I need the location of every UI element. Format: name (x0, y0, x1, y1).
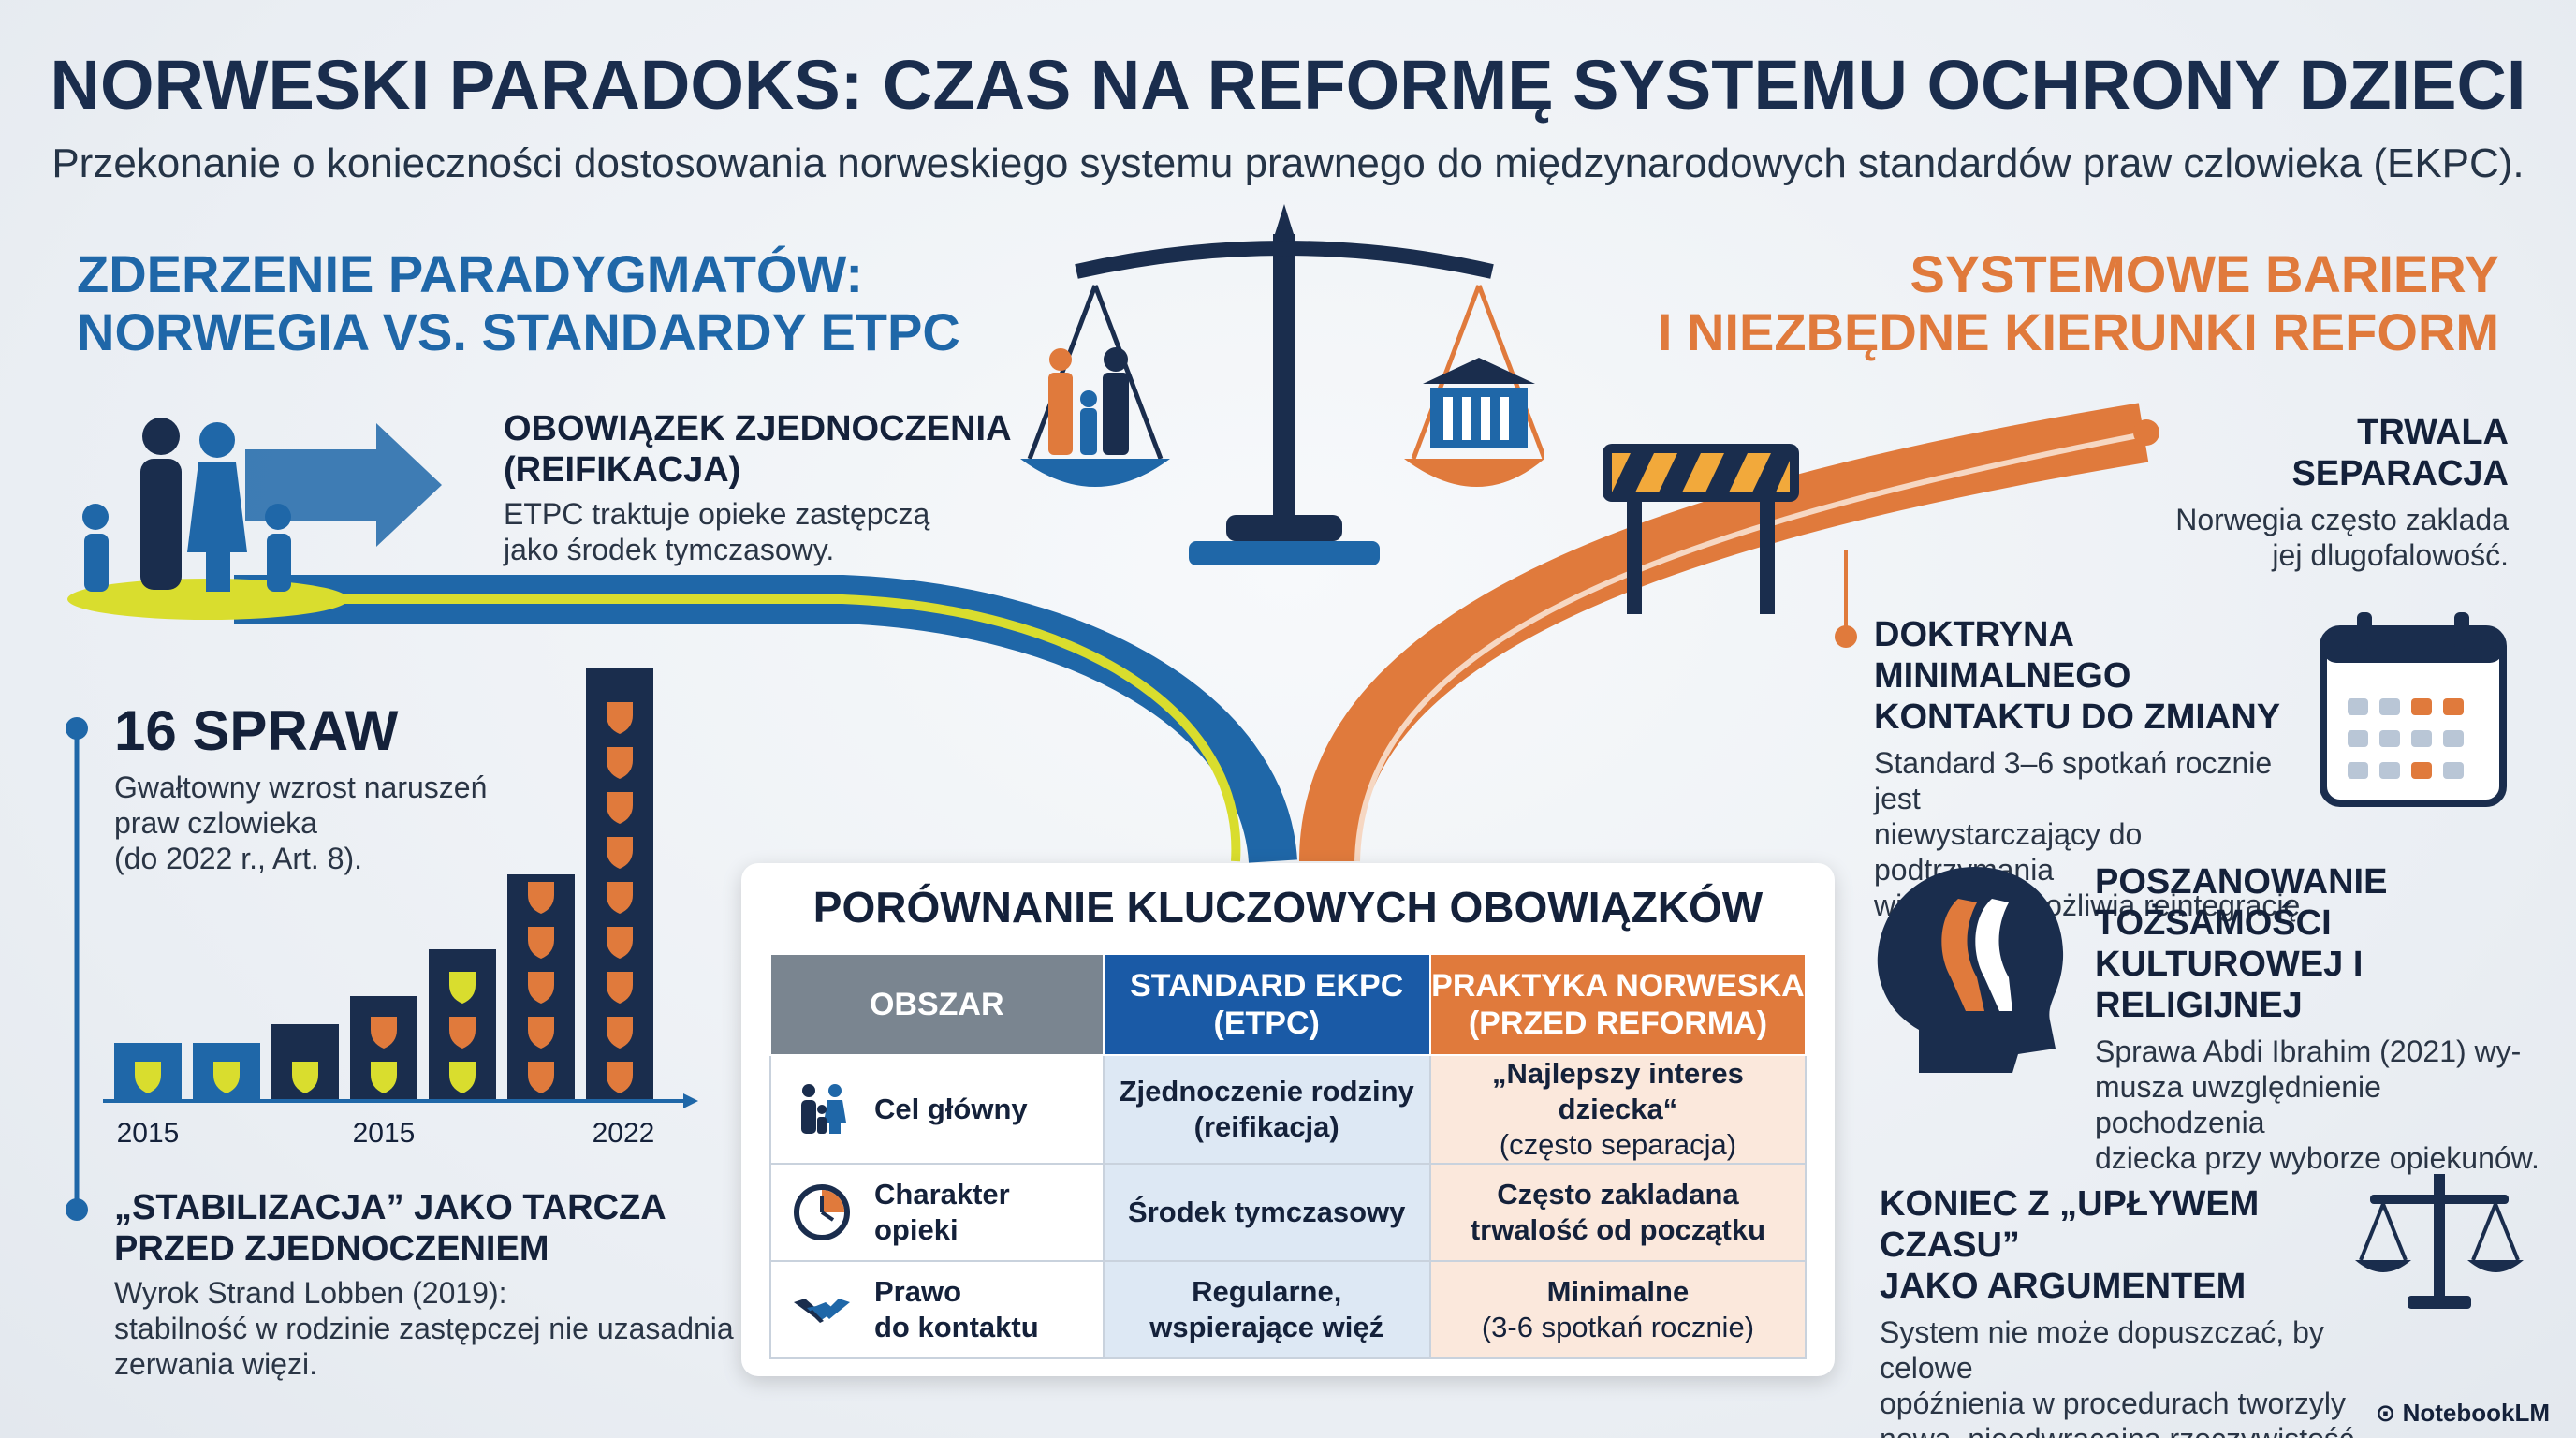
head-profiles-icon (1877, 867, 2064, 1073)
blue-road-stripe (234, 594, 1241, 862)
chart-tick-label: 2022 (593, 1118, 655, 1149)
stabilization-title: „STABILIZACJA” JAKO TARCZA PRZED ZJEDNOC… (114, 1188, 666, 1269)
separation-text: Norwegia często zaklada jej dlugofalowoś… (2175, 503, 2509, 572)
reunification-text: ETPC traktuje opieke zastępczą jako środ… (504, 497, 930, 566)
time-argument-block: KONIEC Z „UPŁYWEM CZASU” JAKO ARGUMENTEM… (1880, 1183, 2404, 1438)
scales-of-justice-icon (1020, 204, 1544, 565)
separation-title: TRWALA SEPARACJA (2291, 413, 2509, 493)
shield-icon (607, 1062, 633, 1093)
shield-icon (528, 927, 554, 959)
identity-text: Sprawa Abdi Ibrahim (2021) wy- musza uwz… (2095, 1034, 2539, 1175)
notebooklm-logo-icon: ⊙ (2375, 1399, 2403, 1427)
shield-icon (371, 1062, 397, 1093)
cases-title: 16 SPRAW (114, 699, 399, 762)
cases-text: Gwałtowny wzrost naruszeń praw czlowieka… (114, 770, 488, 875)
row-ekpc-value: Środek tymczasowy (1102, 1163, 1431, 1262)
chart-tick-label: 2015 (353, 1118, 416, 1149)
shield-icon (135, 1062, 161, 1093)
page-subtitle: Przekonanie o konieczności dostosowania … (51, 140, 2525, 186)
shield-icon (449, 1062, 476, 1093)
time-argument-text: System nie może dopuszczać, by celowe op… (1880, 1315, 2363, 1438)
calendar-icon (2320, 612, 2507, 807)
header-ekpc: STANDARD EKPC(ETPC) (1102, 953, 1431, 1056)
family-icon (801, 1084, 846, 1134)
row-norway-value: Minimalne(3-6 spotkań rocznie) (1428, 1260, 1808, 1359)
identity-title: POSZANOWANIE TOŻSAMOŚCI KULTUROWEJ I REL… (2095, 862, 2388, 1025)
orange-road-stripe (1354, 432, 2144, 862)
reunification-title: OBOWIĄZEK ZJEDNOCZENIA (REIFIKACJA) (504, 409, 1012, 490)
shield-icon (607, 1017, 633, 1049)
chart-axis-arrow (683, 1093, 698, 1108)
stabilization-block: „STABILIZACJA” JAKO TARCZA PRZED ZJEDNOC… (114, 1187, 769, 1382)
cases-bar-chart: 2015 2015 2022 (103, 668, 698, 1149)
table-row: Cel główny Zjednoczenie rodziny(reifikac… (769, 1054, 1808, 1165)
time-argument-title: KONIEC Z „UPŁYWEM CZASU” JAKO ARGUMENTEM (1880, 1184, 2260, 1306)
stabilization-text: Wyrok Strand Lobben (2019): stabilność w… (114, 1276, 734, 1381)
shield-icon (528, 882, 554, 914)
identity-block: POSZANOWANIE TOŻSAMOŚCI KULTUROWEJ I REL… (2095, 861, 2544, 1176)
right-section-heading: SYSTEMOWE BARIERY I NIEZBĘDNE KIERUNKI R… (1657, 244, 2499, 361)
left-section-heading: ZDERZENIE PARADYGMATÓW: NORWEGIA VS. STA… (77, 244, 960, 361)
shield-icon (371, 1017, 397, 1049)
contact-doctrine-title: DOKTRYNA MINIMALNEGO KONTAKTU DO ZMIANY (1874, 615, 2281, 737)
handshake-icon (794, 1299, 850, 1323)
page-title: NORWESKI PARADOKS: CZAS NA REFORMĘ SYSTE… (50, 46, 2526, 124)
row-norway-value: „Najlepszy interes dziecka“(często separ… (1428, 1054, 1808, 1165)
row-area-label: Cel główny (874, 1093, 1028, 1125)
shield-icon (528, 1062, 554, 1093)
shield-icon (213, 1062, 240, 1093)
reunification-block: OBOWIĄZEK ZJEDNOCZENIA (REIFIKACJA) ETPC… (504, 408, 1028, 567)
shield-icon (607, 972, 633, 1004)
family-with-arrow-icon (67, 418, 442, 620)
orange-road (1299, 403, 2149, 862)
notebooklm-badge: ⊙ NotebookLM (2375, 1399, 2550, 1427)
shield-icon (528, 972, 554, 1004)
shield-icon (607, 702, 633, 734)
comparison-table: OBSZAR STANDARD EKPC(ETPC) PRAKTYKA NORW… (769, 953, 1808, 1359)
comparison-title: PORÓWNANIE KLUCZOWYCH OBOWIĄZKÓW (812, 883, 1764, 932)
small-scales-icon (2355, 1174, 2524, 1309)
shield-icon (607, 882, 633, 914)
shield-icon (528, 1017, 554, 1049)
road-barrier-icon (1603, 444, 1799, 614)
row-ekpc-value: Regularne,wspierające więź (1102, 1260, 1431, 1359)
shield-icon (607, 747, 633, 779)
comparison-header-row: OBSZAR STANDARD EKPC(ETPC) PRAKTYKA NORW… (769, 953, 1808, 1056)
shield-icon (292, 1062, 318, 1093)
shield-icon (607, 792, 633, 824)
header-norway: PRAKTYKA NORWESKA(PRZED REFORMA) (1428, 953, 1808, 1056)
shield-icon (607, 927, 633, 959)
shield-icon (607, 837, 633, 869)
separation-dot (2133, 419, 2159, 446)
shield-icon (449, 1017, 476, 1049)
shield-icon (449, 972, 476, 1004)
header-area: OBSZAR (769, 953, 1105, 1056)
cases-block: 16 SPRAW Gwałtowny wzrost naruszeń praw … (114, 700, 489, 876)
row-ekpc-value: Zjednoczenie rodziny(reifikacja) (1102, 1054, 1431, 1165)
separation-block: TRWALA SEPARACJA Norwegia często zaklada… (2153, 412, 2509, 573)
clock-icon (794, 1184, 850, 1240)
chart-tick-label: 2015 (117, 1118, 180, 1149)
